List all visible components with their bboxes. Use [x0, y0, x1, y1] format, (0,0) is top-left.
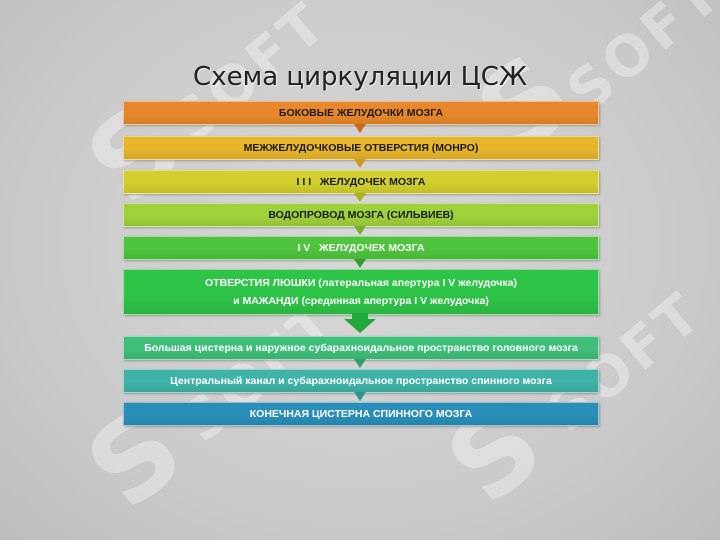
- step-label-line1: ОТВЕРСТИЯ ЛЮШКИ (латеральная апертура I …: [205, 277, 517, 289]
- step-box-terminal-cistern: КОНЕЧНАЯ ЦИСТЕРНА СПИННОГО МОЗГА: [123, 402, 599, 426]
- flow-arrow: [354, 259, 366, 268]
- slide-title: Схема циркуляции ЦСЖ: [193, 62, 527, 92]
- step-label: МЕЖЖЕЛУДОЧКОВЫЕ ОТВЕРСТИЯ (МОНРО): [243, 142, 479, 154]
- step-box-third-ventricle: I I I ЖЕЛУДОЧЕК МОЗГА: [123, 170, 599, 194]
- step-label: БОКОВЫЕ ЖЕЛУДОЧКИ МОЗГА: [278, 107, 444, 119]
- step-box-central-canal: Центральный канал и субарахноидальное пр…: [123, 369, 599, 393]
- step-box-lateral-ventricles: БОКОВЫЕ ЖЕЛУДОЧКИ МОЗГА: [123, 101, 599, 125]
- flow-arrow: [354, 193, 366, 202]
- step-label: ВОДОПРОВОД МОЗГА (СИЛЬВИЕВ): [268, 209, 454, 221]
- step-box-cisterna-magna: Большая цистерна и наружное субарахноида…: [123, 336, 599, 360]
- flow-arrow: [354, 226, 366, 235]
- step-label: КОНЕЧНАЯ ЦИСТЕРНА СПИННОГО МОЗГА: [249, 408, 473, 420]
- flow-arrow: [344, 319, 376, 333]
- flow-arrow: [354, 159, 366, 168]
- flow-arrow: [354, 392, 366, 401]
- step-label-line2: и МАЖАНДИ (срединная апертура I V желудо…: [233, 295, 489, 307]
- step-label: Большая цистерна и наружное субарахноида…: [144, 342, 578, 354]
- step-box-luschka-magendie: ОТВЕРСТИЯ ЛЮШКИ (латеральная апертура I …: [123, 269, 599, 315]
- step-box-monro-foramina: МЕЖЖЕЛУДОЧКОВЫЕ ОТВЕРСТИЯ (МОНРО): [123, 136, 599, 160]
- step-label: I V ЖЕЛУДОЧЕК МОЗГА: [297, 242, 425, 254]
- step-label: Центральный канал и субарахноидальное пр…: [170, 375, 552, 387]
- flow-arrow: [354, 124, 366, 133]
- step-box-sylvian-aqueduct: ВОДОПРОВОД МОЗГА (СИЛЬВИЕВ): [123, 203, 599, 227]
- step-label: I I I ЖЕЛУДОЧЕК МОЗГА: [296, 176, 426, 188]
- flow-arrow: [354, 359, 366, 368]
- step-box-fourth-ventricle: I V ЖЕЛУДОЧЕК МОЗГА: [123, 236, 599, 260]
- flow-arrow-stem: [352, 313, 368, 319]
